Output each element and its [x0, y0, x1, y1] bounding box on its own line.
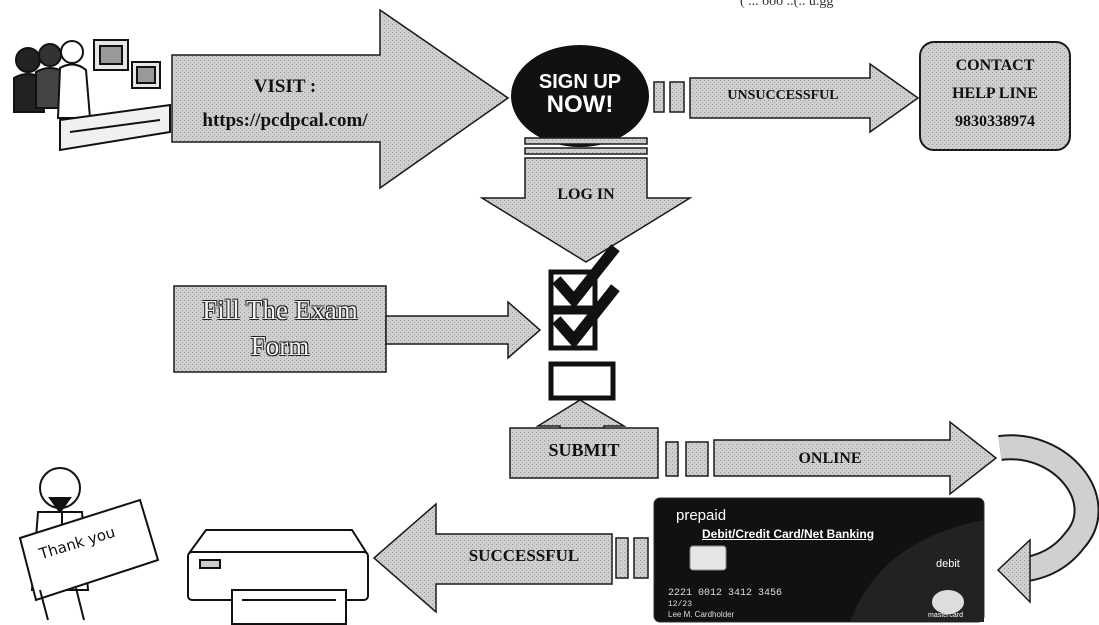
printer-icon	[188, 530, 368, 624]
card-number-text: 2221 0012 3412 3456	[668, 588, 782, 599]
unsuccessful-label: UNSUCCESSFUL	[708, 88, 858, 104]
contact-line2: HELP LINE	[920, 80, 1070, 108]
visit-label: VISIT : https://pcdpcal.com/	[170, 70, 400, 138]
card-prepaid-text: prepaid	[676, 507, 726, 524]
contact-phone: 9830338974	[920, 108, 1070, 136]
sign-up-now-badge: SIGN UP NOW!	[512, 46, 648, 146]
fill-form-line2: Form	[174, 328, 386, 364]
successful-label: SUCCESSFUL	[436, 546, 612, 566]
signup-line2: NOW!	[547, 91, 614, 118]
contact-label: CONTACT HELP LINE 9830338974	[920, 52, 1070, 136]
card-holder-text: Lee M. Cardholder	[668, 610, 734, 619]
contact-line1: CONTACT	[920, 52, 1070, 80]
card-brand-text: mastercard	[928, 612, 963, 619]
fill-exam-form-label: Fill The Exam Form	[174, 292, 386, 364]
card-expiry-text: 12/23	[668, 600, 692, 609]
checkbox-empty-icon	[551, 364, 613, 398]
curved-arrow	[998, 447, 1087, 602]
visit-line1: VISIT :	[170, 70, 400, 104]
login-label: LOG IN	[525, 186, 647, 204]
online-label: ONLINE	[730, 450, 930, 468]
people-at-computers-icon	[14, 40, 170, 150]
visit-url: https://pcdpcal.com/	[170, 104, 400, 138]
fill-form-arrow	[386, 302, 540, 358]
submit-label: SUBMIT	[510, 440, 658, 461]
fill-form-line1: Fill The Exam	[174, 292, 386, 328]
card-payment-methods-text: Debit/Credit Card/Net Banking	[702, 527, 874, 541]
signup-line1: SIGN UP	[539, 71, 621, 93]
card-debit-text: debit	[936, 558, 960, 570]
top-partial-text: ( ... ooo ..(.. u.gg	[740, 0, 833, 10]
